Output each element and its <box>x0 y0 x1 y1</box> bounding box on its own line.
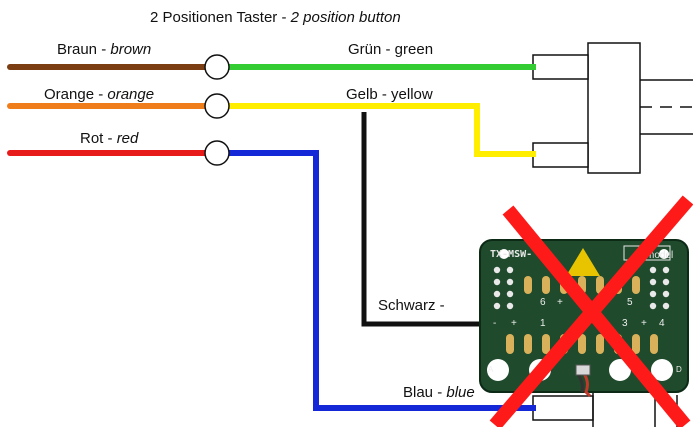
silk-mark: + <box>557 297 563 308</box>
wire-yellow <box>226 103 536 157</box>
via-dot <box>506 266 514 274</box>
crossed-out-mark <box>489 195 693 427</box>
switch-terminal-2 <box>204 93 230 119</box>
switch-connector <box>532 42 693 174</box>
solder-pad <box>542 276 550 294</box>
silk-mark: A <box>488 365 494 374</box>
solder-pad <box>524 334 532 354</box>
via-dot <box>506 278 514 286</box>
via-dot <box>493 266 501 274</box>
solder-pad <box>524 276 532 294</box>
cable-dark <box>576 373 584 393</box>
via-dot <box>662 278 670 286</box>
silk-mark: 3 <box>622 318 628 329</box>
wire-blue <box>226 150 536 411</box>
mount-hole <box>487 359 509 381</box>
mount-hole <box>659 249 669 259</box>
solder-pad <box>650 334 658 354</box>
solder-pad <box>506 334 514 354</box>
solder-pad <box>596 276 604 294</box>
label-brown: Braun - brown <box>57 41 151 58</box>
silk-mark: + <box>641 318 647 329</box>
wire-black <box>361 112 490 327</box>
silk-mark: 5 <box>627 297 633 308</box>
solder-pad <box>632 334 640 354</box>
mount-hole <box>499 249 509 259</box>
switch-terminal-3 <box>204 140 230 166</box>
silk-mark: 4 <box>659 318 665 329</box>
cable-plug <box>575 364 591 376</box>
via-dot <box>662 266 670 274</box>
via-dot <box>649 302 657 310</box>
via-dot <box>506 290 514 298</box>
via-dot <box>506 302 514 310</box>
label-orange: Orange - orange <box>44 86 154 103</box>
via-dot <box>649 290 657 298</box>
diagram-title: 2 Positionen Taster - 2 position button <box>150 9 401 26</box>
via-dot <box>649 278 657 286</box>
pads-right <box>649 266 670 310</box>
silk-mark: 6 <box>540 297 546 308</box>
esd-warning-icon <box>566 248 600 276</box>
via-dot <box>493 290 501 298</box>
label-blue: Blau - blue <box>403 384 475 401</box>
board-name: TX-MSW- <box>490 249 532 260</box>
mount-hole <box>651 359 673 381</box>
via-dot <box>649 266 657 274</box>
via-dot <box>662 302 670 310</box>
via-dot <box>493 278 501 286</box>
solder-pad <box>632 276 640 294</box>
silk-mark: - <box>493 318 496 329</box>
label-green: Grün - green <box>348 41 433 58</box>
silk-mark: 1 <box>540 318 546 329</box>
solder-pad <box>596 334 604 354</box>
silk-mark: + <box>511 318 517 329</box>
solder-pad <box>542 334 550 354</box>
via-dot <box>493 302 501 310</box>
solder-pad <box>578 334 586 354</box>
switch-terminal-1 <box>204 54 230 80</box>
silk-mark: D <box>676 365 682 374</box>
label-red: Rot - red <box>80 130 139 147</box>
board-brand: model <box>646 250 673 261</box>
mount-hole <box>609 359 631 381</box>
label-yellow: Gelb - yellow <box>346 86 433 103</box>
label-black: Schwarz - <box>378 297 445 314</box>
via-dot <box>662 290 670 298</box>
